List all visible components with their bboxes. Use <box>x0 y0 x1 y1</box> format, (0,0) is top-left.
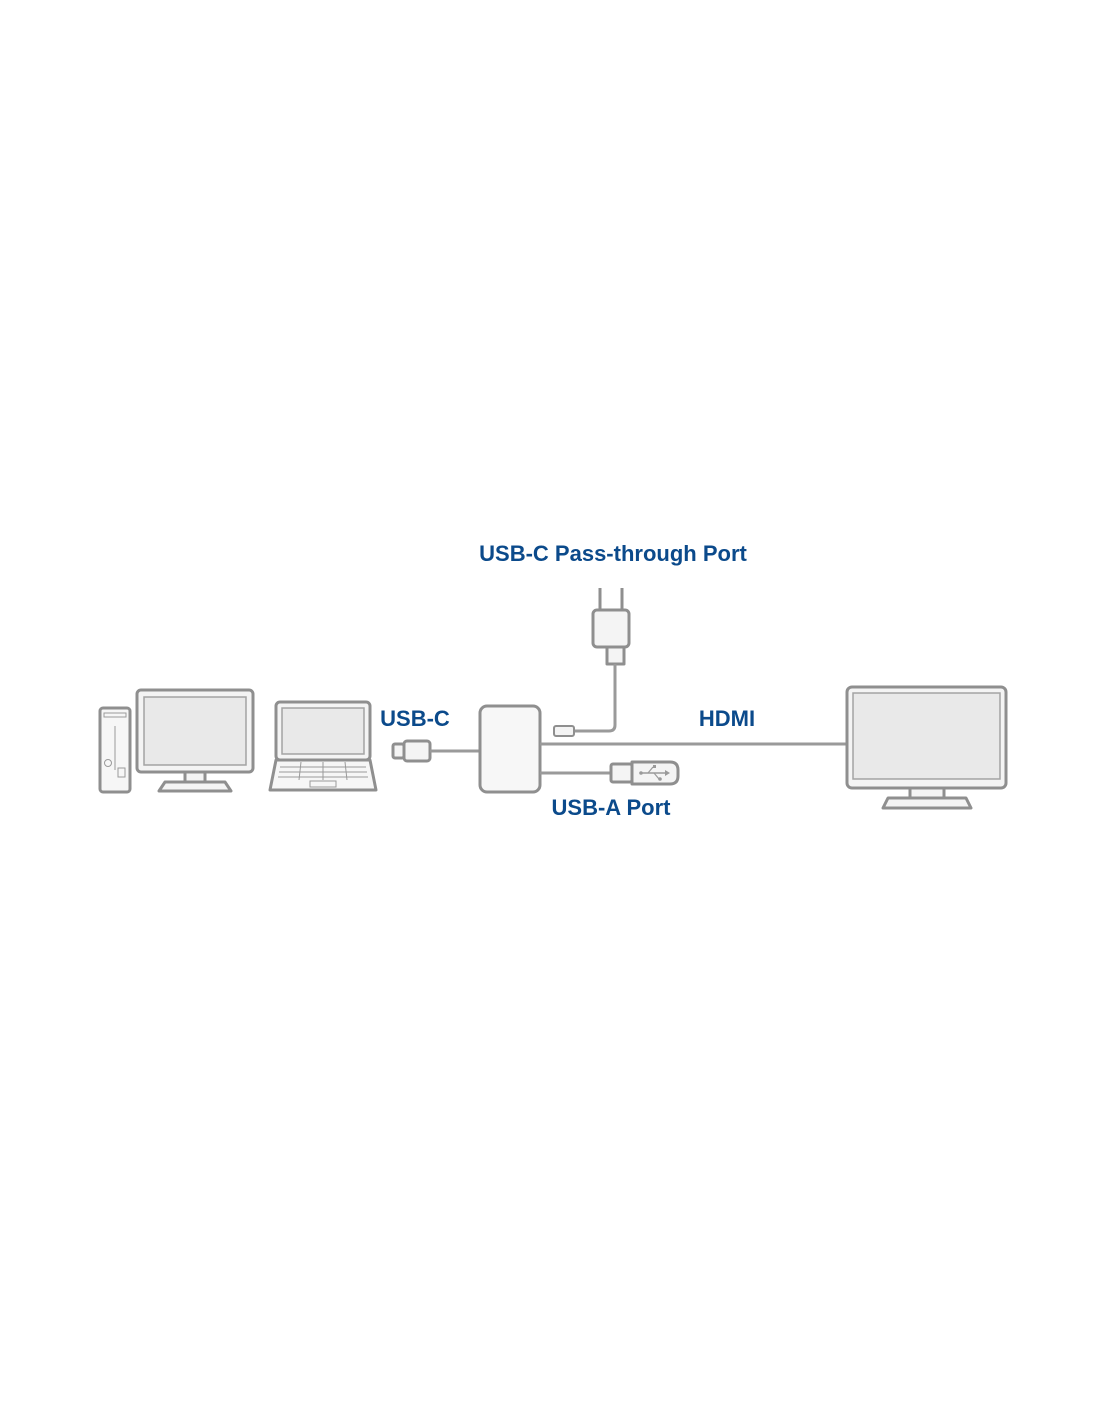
desktop-monitor-icon <box>135 688 255 793</box>
usb-flash-drive-icon <box>609 760 680 786</box>
pass-through-label: USB-C Pass-through Port <box>479 541 747 566</box>
pass-through-cable <box>574 664 617 733</box>
external-monitor-icon <box>845 685 1008 810</box>
usb-c-plug-icon <box>391 739 432 763</box>
usb-c-label: USB-C <box>380 706 450 731</box>
power-adapter-icon <box>591 588 631 666</box>
usb-a-label: USB-A Port <box>552 795 672 820</box>
laptop-icon <box>268 700 378 792</box>
pass-through-plug <box>553 725 575 737</box>
desktop-tower-icon <box>98 706 132 794</box>
hdmi-label: HDMI <box>699 706 755 731</box>
adapter-hub-icon <box>478 704 542 794</box>
